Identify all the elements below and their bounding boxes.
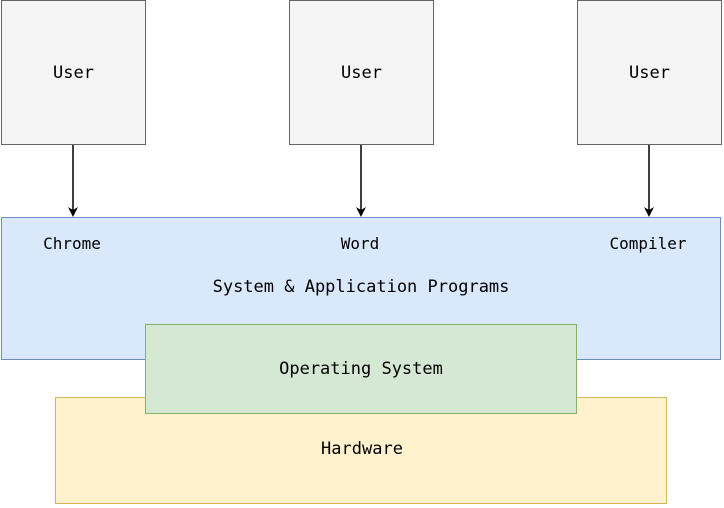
user-box-3: User xyxy=(577,0,722,145)
program-compiler: Compiler xyxy=(609,234,687,253)
os-layer-label: Operating System xyxy=(279,359,443,379)
user-box-1: User xyxy=(1,0,146,145)
program-word: Word xyxy=(340,234,380,253)
hardware-layer xyxy=(55,397,667,504)
program-chrome: Chrome xyxy=(43,234,101,253)
user-label-2: User xyxy=(341,62,382,83)
apps-layer-label: System & Application Programs xyxy=(212,277,510,297)
os-layer: Operating System xyxy=(145,324,577,414)
hardware-layer-label: Hardware xyxy=(321,439,403,459)
user-box-2: User xyxy=(289,0,434,145)
user-label-3: User xyxy=(629,62,670,83)
user-label-1: User xyxy=(53,62,94,83)
